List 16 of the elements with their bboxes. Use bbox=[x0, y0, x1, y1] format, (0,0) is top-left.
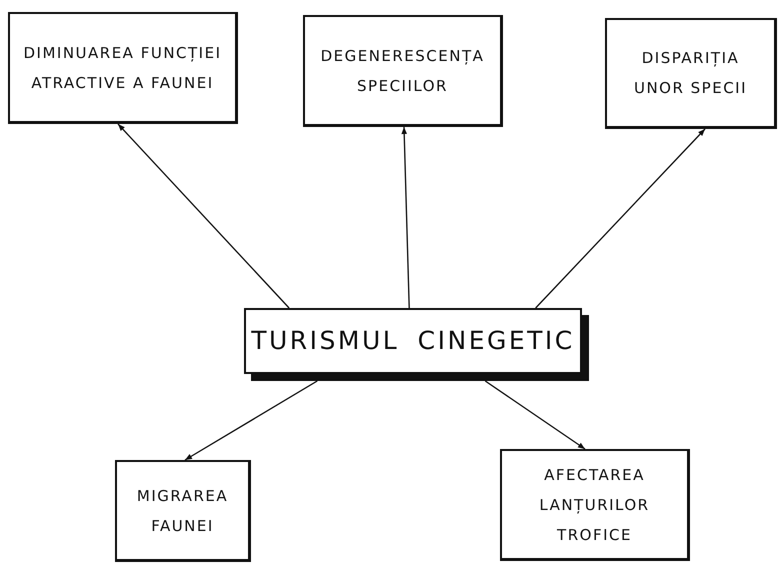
effect-box bbox=[8, 12, 238, 124]
effect-box bbox=[605, 18, 777, 129]
box-label: MIGRAREA FAUNEI bbox=[136, 486, 230, 536]
arrow bbox=[118, 124, 290, 308]
effect-box bbox=[115, 460, 251, 562]
box-label: DISPARIȚIA UNOR SPECII bbox=[632, 48, 748, 99]
arrow bbox=[484, 380, 586, 450]
arrow bbox=[184, 380, 318, 461]
arrow bbox=[535, 128, 706, 308]
box-label: TURISMUL CINEGETIC bbox=[251, 326, 575, 356]
arrow bbox=[401, 126, 410, 308]
box-label: DEGENERESCENȚA SPECIILOR bbox=[320, 46, 486, 96]
box-label: AFECTAREA LANȚURILOR TROFICE bbox=[538, 464, 651, 546]
box-label: DIMINUAREA FUNCȚIEI ATRACTIVE A FAUNEI bbox=[22, 42, 223, 94]
effect-box bbox=[500, 449, 690, 561]
effect-box bbox=[303, 15, 503, 127]
